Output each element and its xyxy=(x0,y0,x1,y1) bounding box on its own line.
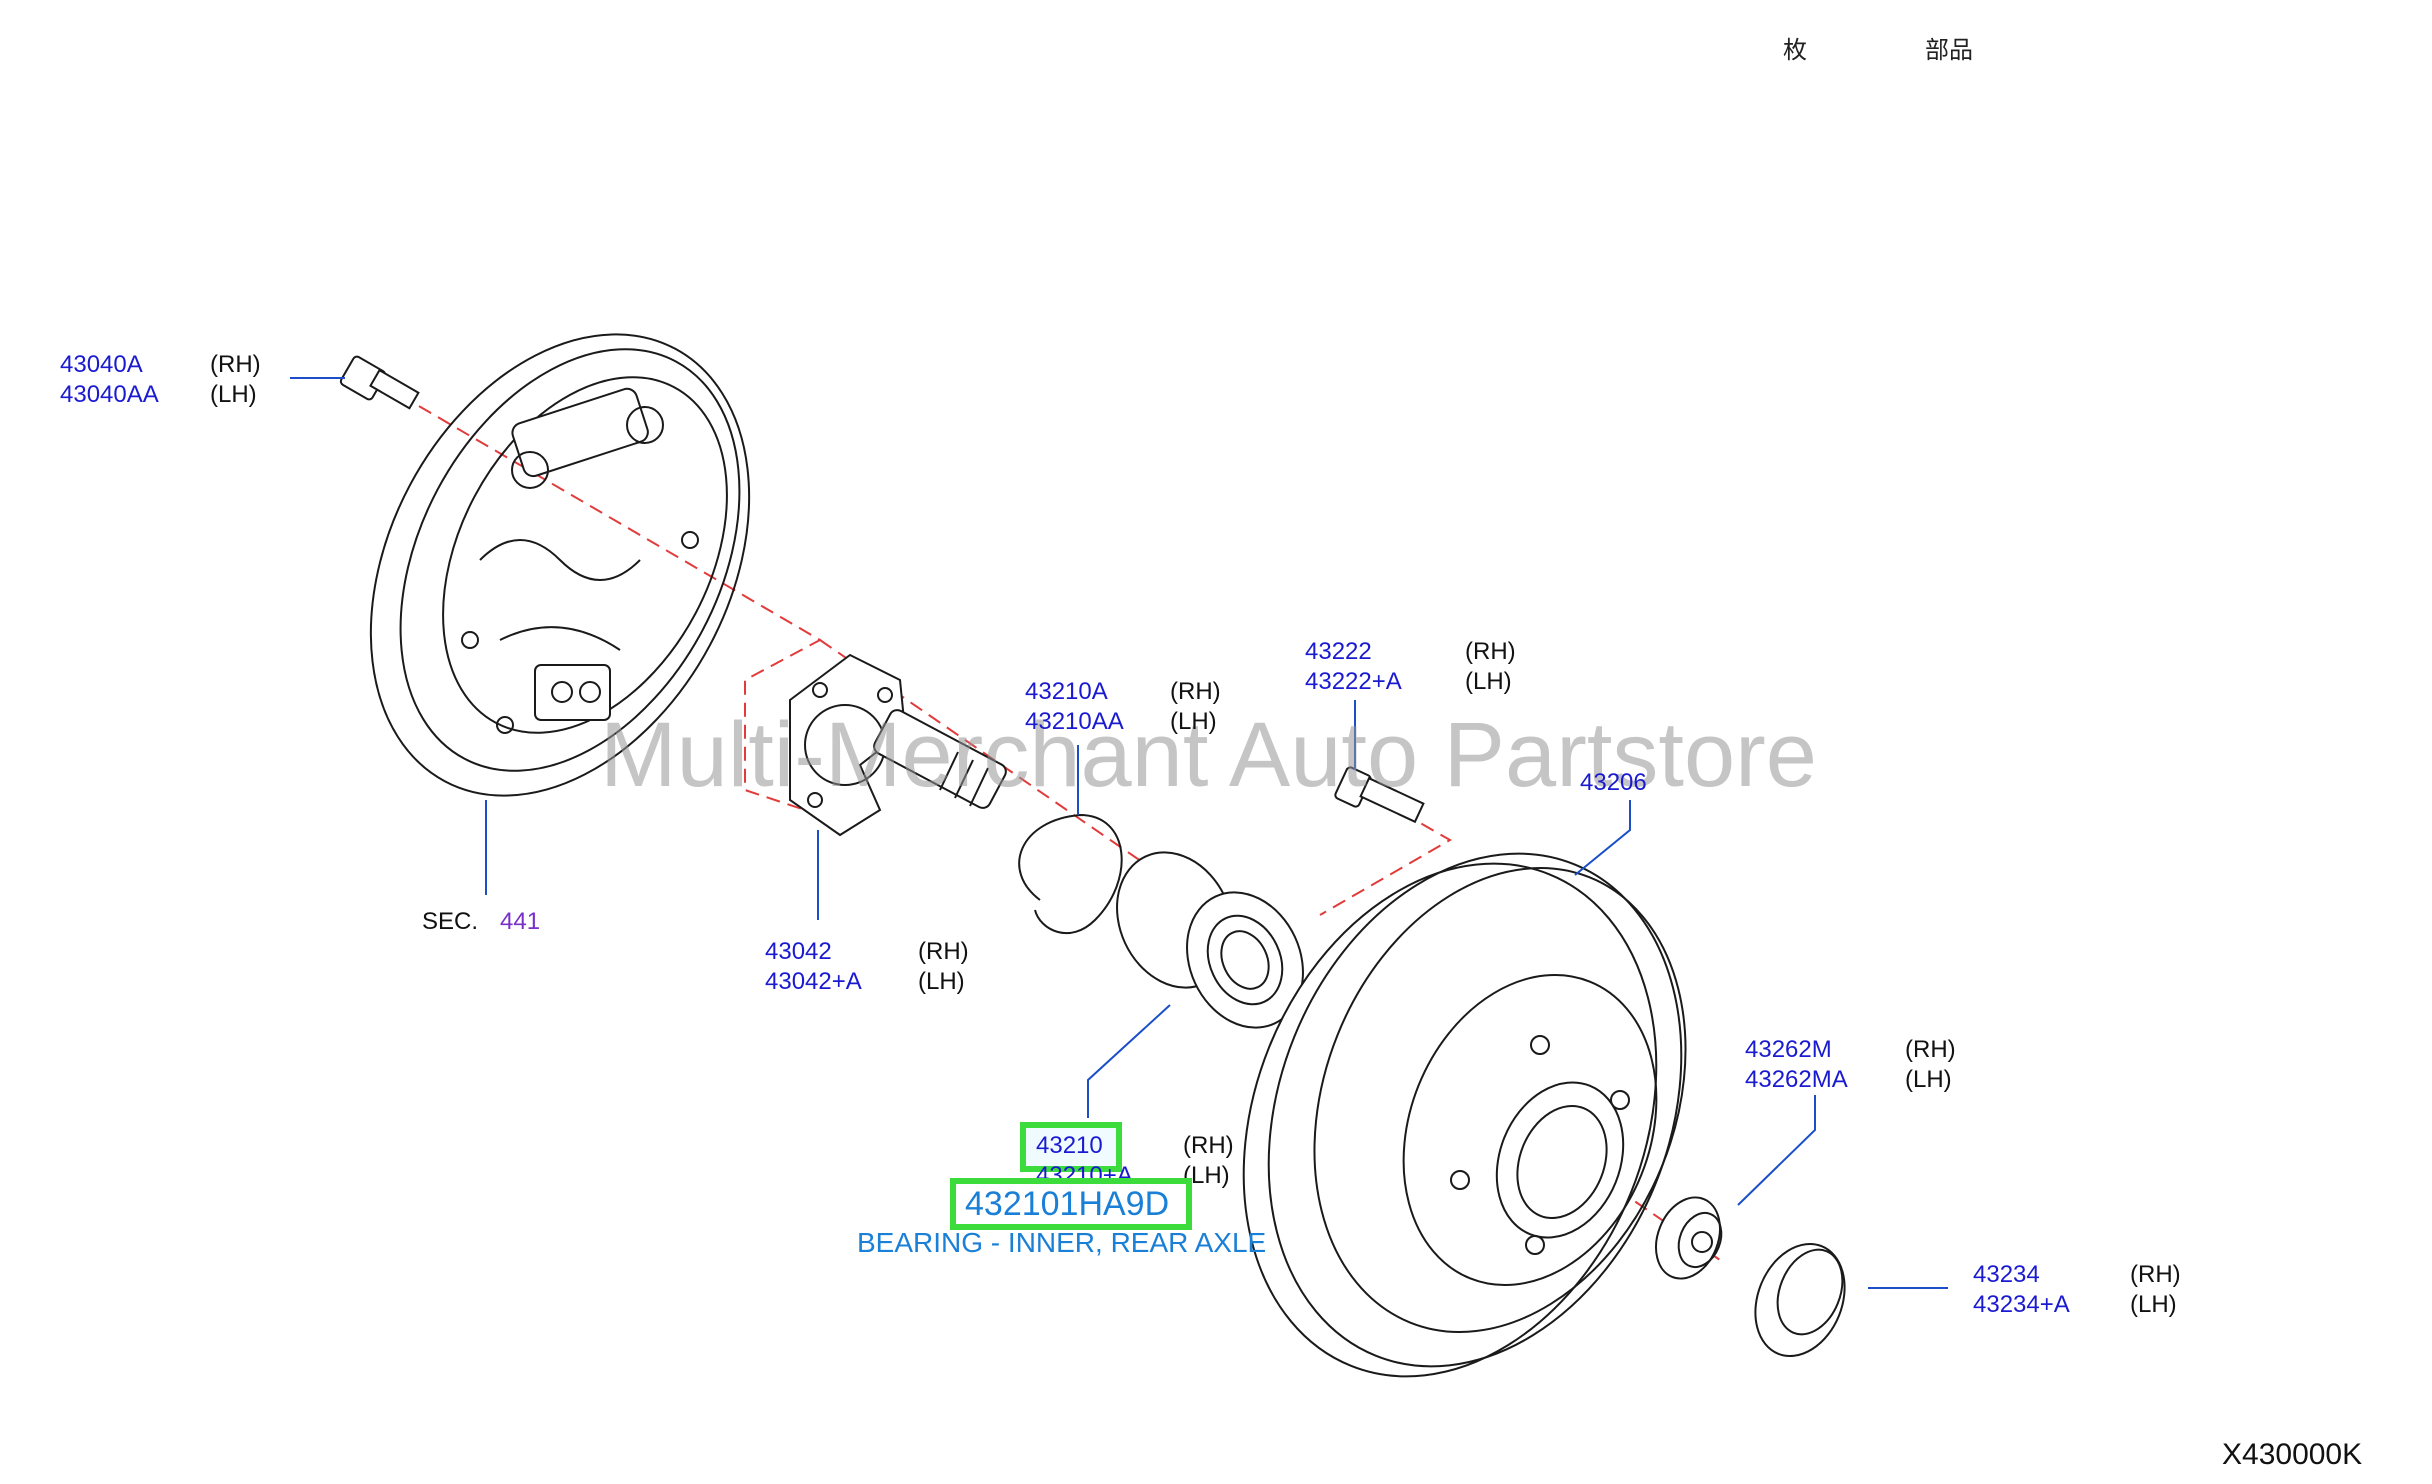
brake-drum xyxy=(1242,852,1687,1378)
part-link-43234[interactable]: 43234 xyxy=(1973,1261,2040,1288)
hub-nut xyxy=(1655,1196,1723,1280)
leader-43262m xyxy=(1737,1095,1816,1206)
part-link-43040aa[interactable]: 43040AA xyxy=(60,381,159,408)
side-rh-label: (RH) xyxy=(210,351,261,378)
side-lh-label: (LH) xyxy=(1905,1066,1952,1093)
part-description[interactable]: BEARING - INNER, REAR AXLE xyxy=(857,1227,1267,1258)
brake-backing-plate xyxy=(369,333,751,797)
side-rh-label: (RH) xyxy=(1465,638,1516,665)
part-link-43206[interactable]: 43206 xyxy=(1580,769,1647,796)
bolt-43040a xyxy=(339,355,420,410)
side-rh-label: (RH) xyxy=(918,938,969,965)
leader-43210 xyxy=(1087,1004,1171,1118)
part-link-43210a[interactable]: 43210A xyxy=(1025,678,1108,705)
side-rh-label: (RH) xyxy=(1170,678,1221,705)
part-link-43042[interactable]: 43042 xyxy=(765,938,832,965)
side-rh-label: (RH) xyxy=(2130,1261,2181,1288)
part-link-43040a[interactable]: 43040A xyxy=(60,351,143,378)
oem-part-number[interactable]: 432101HA9D xyxy=(965,1185,1170,1223)
part-link-43210aa[interactable]: 43210AA xyxy=(1025,708,1124,735)
sheets-label: 枚 xyxy=(1783,36,1807,64)
part-link-43262ma[interactable]: 43262MA xyxy=(1745,1066,1848,1093)
parts-label: 部品 xyxy=(1925,36,1973,64)
wheel-stud xyxy=(1334,766,1425,824)
side-rh-label: (RH) xyxy=(1905,1036,1956,1063)
assembly-centerline xyxy=(399,394,836,821)
part-link-43042-a[interactable]: 43042+A xyxy=(765,968,862,995)
side-lh-label: (LH) xyxy=(918,968,965,995)
side-lh-label: (LH) xyxy=(2130,1291,2177,1318)
highlight-box-43210 xyxy=(1020,1122,1122,1172)
side-lh-label: (LH) xyxy=(1465,668,1512,695)
highlight-box-oem xyxy=(950,1178,1192,1230)
leader-43206 xyxy=(1574,800,1631,876)
axle-spindle xyxy=(789,653,1007,837)
part-link-43222-a[interactable]: 43222+A xyxy=(1305,668,1402,695)
side-lh-label: (LH) xyxy=(210,381,257,408)
bolt-centerline xyxy=(1319,779,1453,916)
section-prefix: SEC. xyxy=(422,908,479,935)
part-link-43222[interactable]: 43222 xyxy=(1305,638,1372,665)
section-link-441[interactable]: 441 xyxy=(500,908,541,935)
side-lh-label: (LH) xyxy=(1170,708,1217,735)
wheel-bearing xyxy=(1116,851,1304,1029)
grease-cap xyxy=(1754,1242,1846,1358)
diagram-id: X430000K xyxy=(2222,1438,2363,1471)
side-rh-label: (RH) xyxy=(1183,1132,1234,1159)
part-link-43262m[interactable]: 43262M xyxy=(1745,1036,1832,1063)
snap-ring xyxy=(1018,813,1123,935)
part-link-43234-a[interactable]: 43234+A xyxy=(1973,1291,2070,1318)
part-link-43210[interactable]: 43210 xyxy=(1036,1132,1103,1159)
